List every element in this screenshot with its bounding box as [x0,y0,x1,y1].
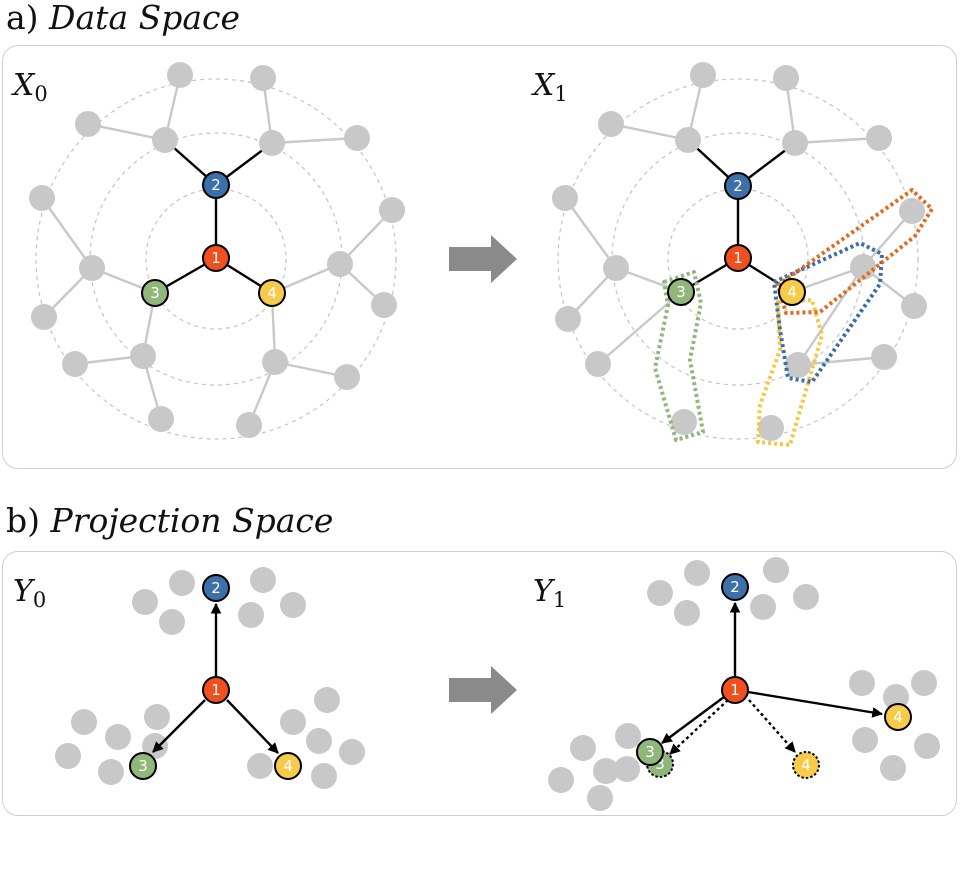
y1-node-2: 2 [721,573,749,601]
y0-arrow-to-4 [226,699,279,754]
y1-arrow-to-3 [661,696,725,744]
x0-node-1: 1 [202,244,230,272]
y0-node-3-label: 3 [138,757,148,775]
projection-space-prefix: b) [6,501,51,540]
graph-x0: 2 1 3 4 X0 [11,62,405,440]
y1-dashed-arrow-to-old-4 [748,699,796,753]
x1-label: X1 [531,68,568,106]
x0-gray-nodes [29,62,405,438]
data-space-title-text: Data Space [49,0,241,37]
y1-dashed-arrow-to-old-3 [669,699,729,755]
y1-node-4: 4 [884,703,912,731]
x1-node-1: 1 [724,244,752,272]
y0-node-2: 2 [202,574,230,602]
x1-node-3-label: 3 [676,283,686,301]
y1-arrow-to-4 [747,690,884,718]
data-space-title: a) Data Space [6,0,240,37]
y1-node-2-label: 2 [730,578,740,596]
x0-node-3: 3 [141,279,169,307]
x0-node-3-label: 3 [150,284,160,302]
graph-x1: 2 1 3 4 X1 [531,62,934,447]
projection-space-title: b) Projection Space [6,501,333,540]
y0-node-3: 3 [129,752,157,780]
data-space-prefix: a) [6,0,50,37]
y0-label: Y0 [13,574,46,612]
y1-arrows [661,601,884,744]
y1-dashed-arrows [669,699,796,755]
y1-old-node-4-label: 4 [801,756,811,774]
x1-node-2: 2 [724,172,752,200]
yellow-highlight-outline [756,298,824,447]
transition-arrow-a [449,235,517,283]
x0-node-1-label: 1 [211,249,221,267]
y0-node-2-label: 2 [211,579,221,597]
y1-node-4-label: 4 [893,708,903,726]
projection-y0: 2 1 3 4 Y0 [13,567,365,789]
orange-highlight-outline [776,188,934,315]
y0-arrows [152,602,279,754]
y1-node-1-label: 1 [730,681,740,699]
y0-node-1-label: 1 [211,681,221,699]
x1-node-4-label: 4 [787,283,797,301]
x1-node-1-label: 1 [733,249,743,267]
y0-node-1: 1 [202,676,230,704]
y0-gray-points [55,567,365,789]
x0-node-4-label: 4 [267,284,277,302]
x0-node-2: 2 [202,171,230,199]
x1-node-2-label: 2 [733,177,743,195]
green-highlight-outline [653,270,705,442]
x1-node-3: 3 [667,278,695,306]
y1-label: Y1 [533,574,566,612]
y0-arrow-to-3 [152,699,206,753]
projection-space-title-text: Projection Space [50,501,334,540]
x0-node-2-label: 2 [211,176,221,194]
x0-node-4: 4 [258,279,286,307]
y0-node-4-label: 4 [283,757,293,775]
y1-node-3: 3 [636,738,664,766]
y1-gray-points [548,557,940,811]
blue-highlight-outline [772,241,884,384]
x1-highlight-outlines [653,188,934,447]
transition-arrow-b [449,666,517,714]
projection-y1: 3 4 2 1 3 4 Y1 [533,557,940,811]
y1-node-1: 1 [721,676,749,704]
x1-node-4: 4 [778,278,806,306]
y1-node-3-label: 3 [645,743,655,761]
x0-label: X0 [11,68,48,106]
y0-node-4: 4 [274,752,302,780]
y1-old-node-3-label: 3 [655,755,665,773]
y1-old-node-4: 4 [792,751,820,779]
